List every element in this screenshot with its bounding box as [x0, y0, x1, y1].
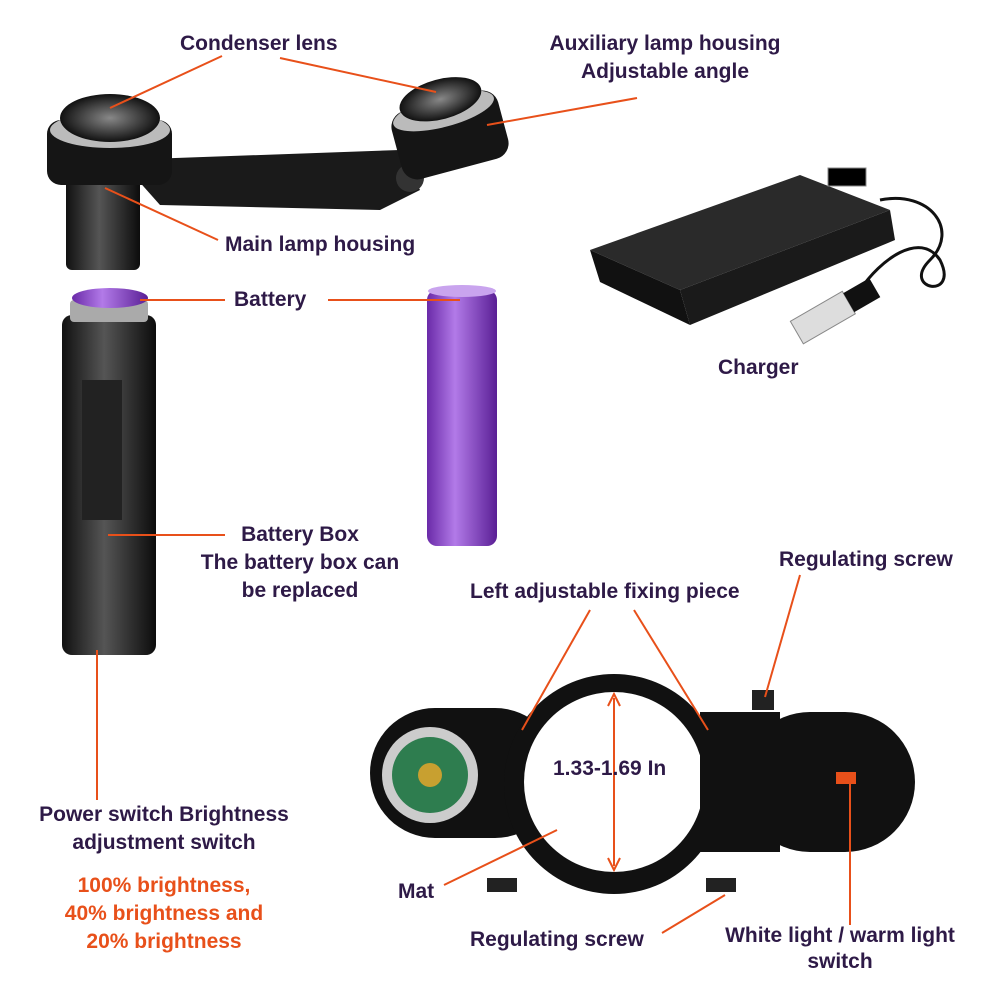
label-battery: Battery: [234, 288, 307, 311]
brightness-level-2: 40% brightness and: [64, 902, 264, 925]
clamp-mount: [370, 674, 915, 894]
label-regulating-screw-bottom: Regulating screw: [470, 928, 644, 951]
battery-box: [62, 288, 156, 655]
label-regulating-screw-top: Regulating screw: [779, 548, 953, 571]
label-condenser-lens: Condenser lens: [180, 32, 338, 55]
label-battery-box-desc: The battery box can: [200, 551, 400, 574]
brightness-level-3: 20% brightness: [86, 930, 242, 953]
label-aux-housing: Auxiliary lamp housing: [549, 32, 781, 55]
brightness-level-1: 100% brightness,: [77, 874, 251, 897]
label-main-housing: Main lamp housing: [225, 233, 416, 256]
leader-lines: [96, 55, 851, 934]
battery: [427, 285, 497, 546]
label-adjustable-angle: Adjustable angle: [580, 60, 750, 83]
label-dimension: 1.33-1.69 In: [553, 757, 667, 780]
label-charger: Charger: [718, 356, 799, 379]
label-battery-box: Battery Box: [241, 523, 359, 546]
label-switch: switch: [807, 950, 873, 973]
label-left-fixing-piece: Left adjustable fixing piece: [470, 580, 740, 603]
lamp-head-assembly: [47, 77, 509, 270]
label-white-warm-light: White light / warm light: [725, 924, 955, 947]
label-battery-box-desc-2: be replaced: [241, 579, 359, 602]
label-power-switch: Power switch Brightness: [39, 803, 289, 826]
charger: [590, 167, 946, 345]
label-adjustment-switch: adjustment switch: [72, 831, 256, 854]
label-mat: Mat: [398, 880, 435, 903]
